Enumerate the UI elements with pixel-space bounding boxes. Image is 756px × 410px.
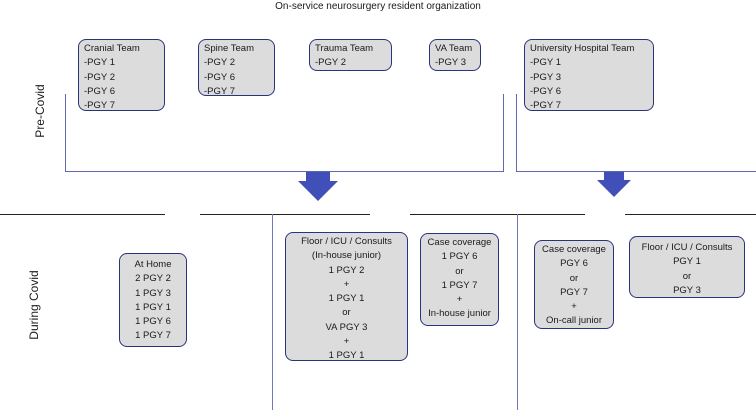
box-item: -PGY 6: [84, 85, 115, 97]
spine-team-box: Spine Team -PGY 2 -PGY 6 -PGY 7: [198, 39, 275, 97]
box-item: 1 PGY 3: [135, 287, 171, 299]
box-title: Trauma Team: [315, 43, 374, 54]
university-hospital-team-box: University Hospital Team -PGY 1 -PGY 3 -…: [524, 39, 654, 111]
box-item: 1 PGY 7: [135, 330, 171, 342]
floor-icu-consults-inhouse-box: Floor / ICU / Consults (In-house junior)…: [285, 232, 408, 361]
box-item: -PGY 3: [530, 71, 561, 83]
box-item: -PGY 2: [204, 57, 235, 69]
box-item: -PGY 7: [530, 100, 561, 112]
at-home-box: At Home 2 PGY 2 1 PGY 3 1 PGY 1 1 PGY 6 …: [119, 253, 187, 347]
box-item: PGY 1: [673, 256, 701, 268]
box-item: or: [569, 272, 579, 284]
box-item: +: [343, 278, 350, 290]
diagram-title: On-service neurosurgery resident organiz…: [275, 1, 481, 12]
box-title: Case coverage: [427, 237, 492, 248]
case-coverage-oncall-box: Case coverage PGY 6 or PGY 7 + On-call j…: [534, 240, 614, 329]
box-item: 1 PGY 6: [135, 316, 171, 328]
box-item: -PGY 7: [84, 100, 115, 112]
box-item: 1 PGY 2: [328, 264, 365, 276]
box-title: At Home: [134, 259, 172, 270]
connector-uh-left: [516, 94, 517, 171]
box-item: PGY 3: [673, 284, 701, 296]
connector-left: [65, 94, 66, 171]
box-title: Cranial Team: [84, 43, 140, 54]
box-item: On-call junior: [546, 315, 602, 327]
box-item: +: [571, 301, 577, 313]
box-item: or: [455, 265, 464, 277]
box-item: 2 PGY 2: [135, 273, 171, 285]
box-item: VA PGY 3: [325, 321, 368, 333]
box-item: 1 PGY 1: [328, 350, 365, 362]
cranial-team-box: Cranial Team -PGY 1 -PGY 2 -PGY 6 -PGY 7: [78, 39, 165, 111]
box-title: University Hospital Team: [530, 43, 635, 54]
box-item: +: [456, 294, 463, 306]
box-item: -PGY 1: [530, 57, 561, 69]
box-item: -PGY 3: [435, 57, 466, 69]
down-arrow-icon: [298, 172, 338, 201]
section-divider: [0, 214, 165, 215]
box-item: -PGY 2: [315, 57, 346, 69]
column-divider: [517, 214, 518, 410]
box-item: 1 PGY 1: [328, 293, 365, 305]
box-item: or: [682, 270, 692, 282]
box-item: 1 PGY 1: [135, 301, 171, 313]
box-item: 1 PGY 7: [441, 279, 478, 291]
box-item: -PGY 6: [204, 71, 235, 83]
connector-bottom-left: [65, 171, 503, 172]
box-item: or: [342, 307, 351, 319]
box-item: -PGY 2: [84, 71, 115, 83]
connector-right-of-group: [503, 94, 504, 172]
case-coverage-inhouse-box: Case coverage 1 PGY 6 or 1 PGY 7 + In-ho…: [420, 233, 499, 326]
box-item: (In-house junior): [311, 250, 382, 262]
va-team-box: VA Team -PGY 3: [429, 39, 481, 71]
box-item: +: [343, 336, 350, 348]
box-item: -PGY 1: [84, 57, 115, 69]
column-divider: [272, 214, 273, 410]
box-item: PGY 6: [560, 258, 588, 270]
box-item: -PGY 6: [530, 85, 561, 97]
trauma-team-box: Trauma Team -PGY 2: [309, 39, 392, 71]
box-item: 1 PGY 6: [441, 251, 478, 263]
box-item: In-house junior: [428, 308, 491, 320]
during-covid-label: During Covid: [27, 270, 41, 340]
floor-icu-consults-box: Floor / ICU / Consults PGY 1 or PGY 3: [629, 236, 745, 298]
box-item: PGY 7: [560, 286, 588, 298]
box-title: Floor / ICU / Consults: [301, 236, 392, 247]
section-divider: [625, 214, 756, 215]
box-item: -PGY 7: [204, 85, 235, 97]
box-title: VA Team: [435, 43, 473, 54]
connector-bottom-uh: [516, 171, 756, 172]
down-arrow-icon: [597, 172, 631, 197]
section-divider: [410, 214, 585, 215]
box-title: Floor / ICU / Consults: [641, 242, 733, 253]
pre-covid-label: Pre-Covid: [33, 84, 47, 138]
box-title: Spine Team: [204, 43, 254, 54]
box-title: Case coverage: [542, 244, 606, 255]
section-divider: [200, 214, 370, 215]
